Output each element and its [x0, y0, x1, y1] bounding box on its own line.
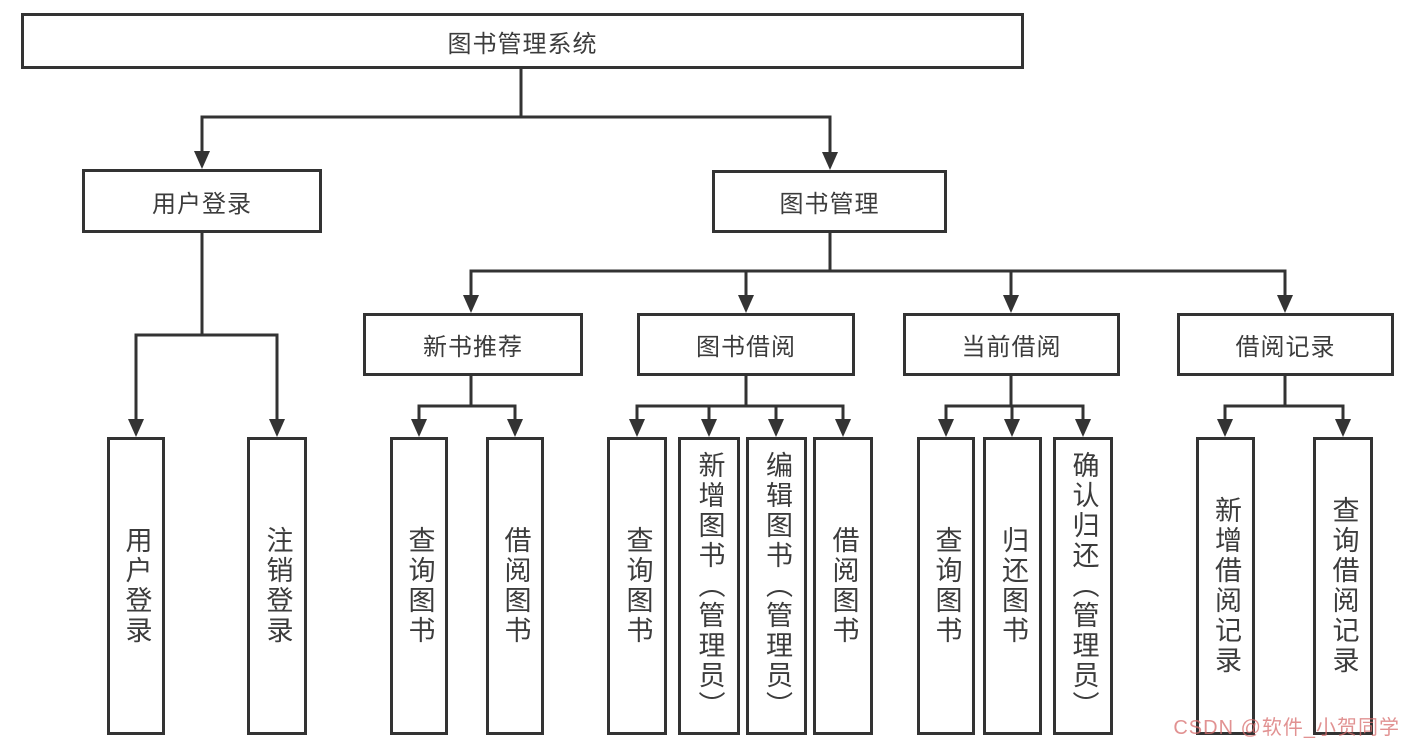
node-confirm-return-admin: 确认归还（管理员）: [1053, 437, 1113, 735]
node-label: 新增图书（管理员）: [694, 451, 725, 721]
node-query-book-rec: 查询图书: [390, 437, 448, 735]
watermark-text: CSDN @软件_小贺同学: [1173, 717, 1400, 739]
node-label: 借阅图书: [500, 526, 531, 646]
node-label: 查询借阅记录: [1328, 496, 1359, 676]
node-query-book-borrow: 查询图书: [607, 437, 667, 735]
node-user-login: 用户登录: [82, 169, 322, 233]
node-book-borrow: 图书借阅: [637, 313, 855, 376]
node-logout-action: 注销登录: [247, 437, 307, 735]
node-label: 归还图书: [998, 526, 1028, 646]
node-label: 用户登录: [121, 526, 152, 646]
node-add-borrow-record: 新增借阅记录: [1196, 437, 1255, 735]
node-label: 图书管理: [779, 191, 880, 218]
node-label: 借阅记录: [1235, 334, 1336, 361]
node-label: 查询图书: [622, 526, 653, 646]
node-label: 注销登录: [262, 526, 293, 646]
node-add-book-admin: 新增图书（管理员）: [678, 437, 740, 735]
node-query-borrow-record: 查询借阅记录: [1313, 437, 1373, 735]
node-borrow-book-rec: 借阅图书: [486, 437, 544, 735]
node-label: 查询图书: [404, 526, 435, 646]
node-label: 查询图书: [931, 526, 962, 646]
node-label: 编辑图书（管理员）: [762, 451, 792, 721]
node-edit-book-admin: 编辑图书（管理员）: [746, 437, 807, 735]
node-query-book-current: 查询图书: [917, 437, 975, 735]
node-borrow-book-action: 借阅图书: [813, 437, 873, 735]
node-label: 图书管理系统: [447, 30, 598, 58]
node-current-borrow: 当前借阅: [903, 313, 1120, 376]
node-new-book-rec: 新书推荐: [363, 313, 583, 376]
node-root: 图书管理系统: [21, 13, 1024, 69]
node-borrow-record: 借阅记录: [1177, 313, 1394, 376]
node-label: 当前借阅: [961, 334, 1062, 361]
node-label: 确认归还（管理员）: [1068, 451, 1099, 721]
node-label: 借阅图书: [828, 526, 859, 646]
node-book-mgmt: 图书管理: [712, 170, 947, 233]
node-login-action: 用户登录: [107, 437, 165, 735]
node-label: 新书推荐: [423, 334, 523, 361]
node-return-book: 归还图书: [983, 437, 1042, 735]
node-label: 用户登录: [152, 190, 252, 218]
node-label: 新增借阅记录: [1211, 496, 1241, 676]
node-label: 图书借阅: [696, 334, 796, 361]
